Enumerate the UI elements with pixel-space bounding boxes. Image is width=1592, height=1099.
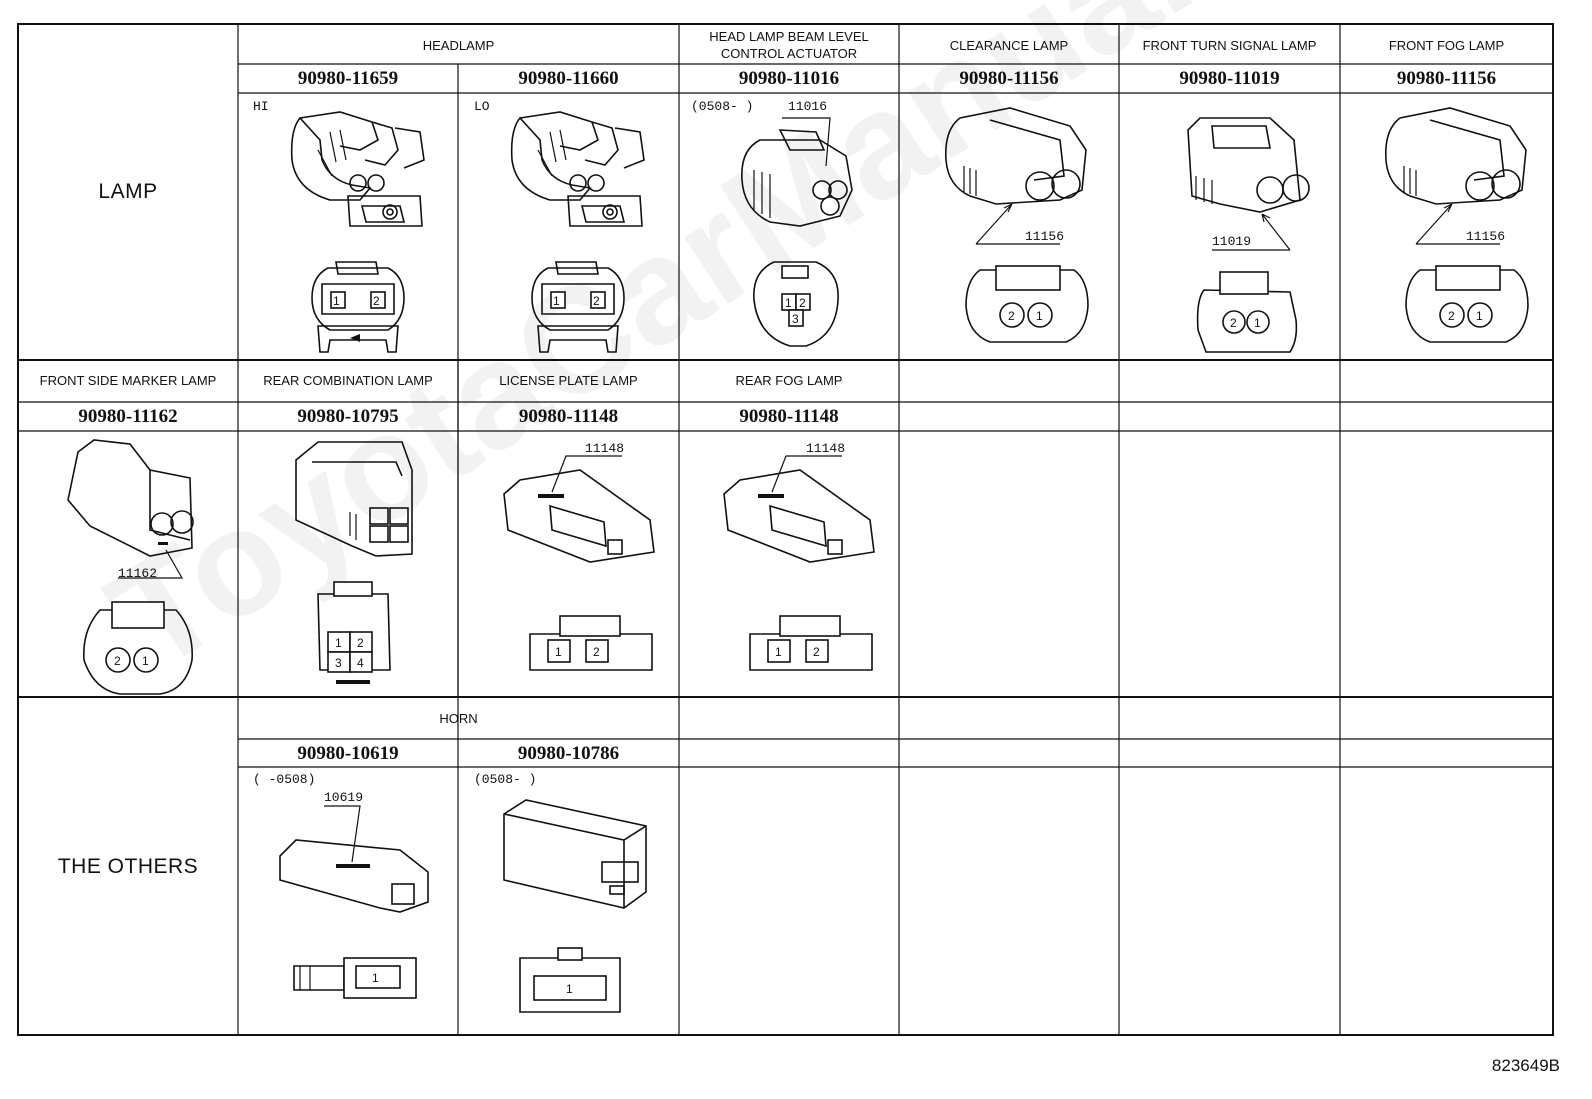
pin-number: 1	[775, 645, 782, 659]
note-hi: HI	[253, 99, 269, 114]
connector-face-view	[753, 261, 839, 347]
section-label-others: THE OTHERS	[57, 855, 199, 878]
connector-3d-illustration	[290, 111, 425, 227]
header-clearance-lamp: CLEARANCE LAMP	[949, 38, 1069, 53]
connector-face-view	[529, 615, 653, 671]
note-lo: LO	[474, 99, 490, 114]
header-beam-level-line1: HEAD LAMP BEAM LEVEL	[709, 29, 869, 44]
pin-number: 1	[142, 654, 149, 668]
connector-face-view	[293, 957, 417, 999]
connector-face-view	[531, 261, 625, 353]
pin-number: 2	[593, 645, 600, 659]
connector-face-view	[1405, 265, 1529, 343]
header-front-fog-lamp: FRONT FOG LAMP	[1388, 38, 1505, 53]
note-date-range: (0508- )	[474, 772, 537, 787]
pin-number: 2	[1008, 309, 1015, 323]
pin-number: 1	[372, 971, 379, 985]
part-number: 90980-11148	[518, 406, 619, 427]
pin-number: 2	[593, 294, 600, 308]
part-number: 90980-11156	[959, 68, 1059, 89]
header-rear-fog-lamp: REAR FOG LAMP	[735, 373, 843, 388]
part-number: 90980-11162	[78, 406, 178, 427]
pin-number: 1	[335, 636, 342, 650]
header-front-turn-signal-lamp: FRONT TURN SIGNAL LAMP	[1142, 38, 1317, 53]
connector-3d-illustration	[944, 107, 1087, 245]
header-front-side-marker-lamp: FRONT SIDE MARKER LAMP	[39, 373, 217, 388]
connector-3d-illustration	[1187, 117, 1310, 251]
connector-face-view	[83, 601, 193, 695]
connector-3d-illustration	[503, 455, 655, 563]
section-label-lamp: LAMP	[98, 180, 158, 203]
connector-3d-illustration	[295, 441, 413, 557]
pin-number: 2	[114, 654, 121, 668]
connector-3d-illustration	[723, 455, 875, 563]
callout-label: 11156	[1466, 229, 1506, 244]
connector-face-view	[311, 261, 405, 353]
pin-number: 1	[1036, 309, 1043, 323]
part-number: 90980-11019	[1179, 68, 1280, 89]
callout-label: 11148	[585, 441, 625, 456]
pin-number: 2	[357, 636, 364, 650]
part-number: 90980-11016	[738, 68, 840, 89]
pin-number: 1	[555, 645, 562, 659]
callout-label: 11156	[1025, 229, 1065, 244]
header-rear-combination-lamp: REAR COMBINATION LAMP	[263, 373, 433, 388]
pin-number: 1	[553, 294, 560, 308]
pin-number: 2	[373, 294, 380, 308]
pin-number: 4	[357, 656, 364, 670]
pin-number: 1	[566, 982, 573, 996]
pin-number: 2	[813, 645, 820, 659]
note-date-range: (0508- )	[691, 99, 754, 114]
pin-number: 2	[799, 296, 806, 310]
part-number: 90980-11659	[297, 68, 399, 89]
pin-number: 3	[335, 656, 342, 670]
callout-label: 11016	[788, 99, 828, 114]
connector-face-view	[749, 615, 873, 671]
header-horn: HORN	[439, 711, 478, 726]
connector-3d-illustration	[741, 117, 853, 227]
part-number: 90980-11156	[1396, 68, 1497, 89]
part-number: 90980-10619	[297, 743, 399, 764]
connector-3d-illustration	[503, 799, 647, 909]
document-id: 823649B	[1491, 1056, 1560, 1075]
connector-3d-illustration	[1384, 107, 1527, 245]
pin-number: 1	[1476, 309, 1483, 323]
pin-number: 1	[1254, 316, 1261, 330]
note-date-range: ( -0508)	[253, 772, 316, 787]
pin-number: 1	[785, 296, 792, 310]
pin-number: 1	[333, 294, 340, 308]
pin-number: 2	[1448, 309, 1455, 323]
connector-face-view	[965, 265, 1089, 343]
connector-3d-illustration	[67, 439, 194, 579]
header-headlamp: HEADLAMP	[422, 38, 495, 53]
connector-face-view	[519, 947, 621, 1013]
callout-label: 11162	[118, 566, 158, 581]
part-number: 90980-11148	[739, 406, 839, 427]
header-beam-level-line2: CONTROL ACTUATOR	[720, 46, 858, 61]
callout-label: 11148	[806, 441, 846, 456]
connector-3d-illustration	[279, 805, 429, 913]
connector-face-view	[1196, 271, 1298, 353]
connector-face-view	[317, 581, 391, 684]
part-number: 90980-10786	[517, 743, 620, 764]
pin-number: 3	[792, 312, 799, 326]
header-license-plate-lamp: LICENSE PLATE LAMP	[499, 373, 638, 388]
callout-label: 11019	[1212, 234, 1252, 249]
callout-label: 10619	[324, 790, 364, 805]
part-number: 90980-10795	[297, 406, 399, 427]
part-number: 90980-11660	[518, 68, 619, 89]
connector-3d-illustration	[510, 111, 645, 227]
pin-number: 2	[1230, 316, 1237, 330]
